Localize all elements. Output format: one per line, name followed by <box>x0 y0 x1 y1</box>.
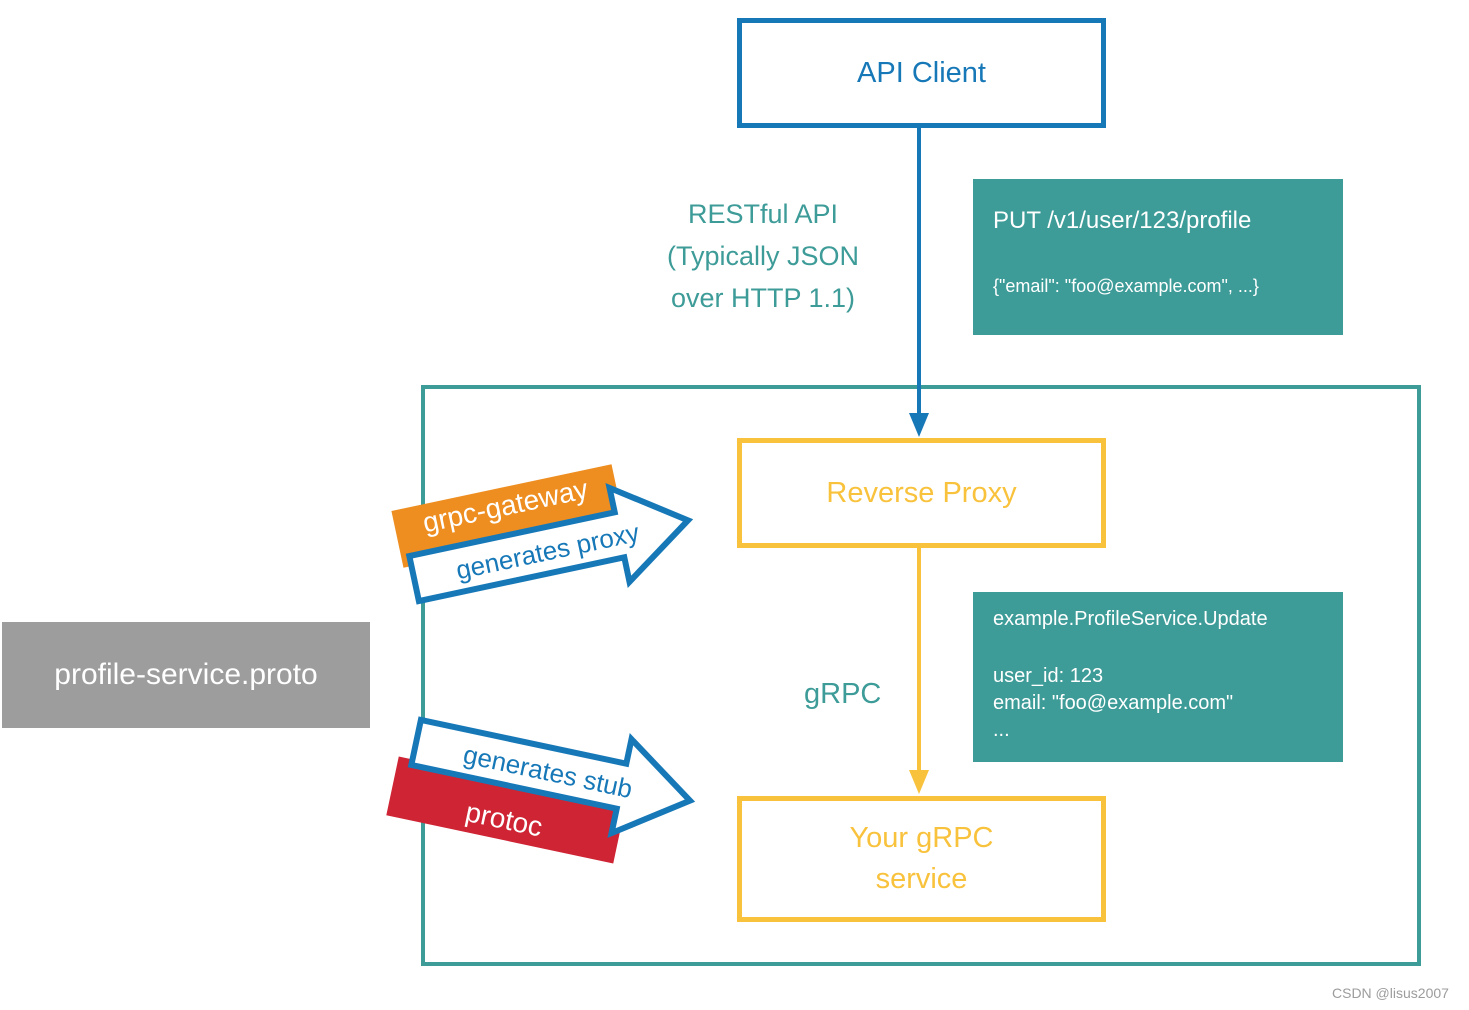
ribbon-arrow-shape <box>407 716 696 839</box>
gateway-boundary-box <box>421 385 1421 966</box>
proto-file-node: profile-service.proto <box>2 622 370 728</box>
generates-stub-arrow: generates stub <box>402 691 707 853</box>
rest-api-label-line2: (Typically JSON <box>666 241 860 271</box>
grpc-request-note: example.ProfileService.Update user_id: 1… <box>973 592 1343 762</box>
grpc-service-node: Your gRPC service <box>737 796 1106 922</box>
ribbon-arrow-shape <box>405 482 694 605</box>
rest-api-edge-label: RESTful API (Typically JSON over HTTP 1.… <box>598 193 928 319</box>
api-to-proxy-arrowhead-icon <box>909 413 929 437</box>
api-client-node: API Client <box>737 18 1106 128</box>
reverse-proxy-label: Reverse Proxy <box>826 476 1017 509</box>
rest-api-label-line3: over HTTP 1.1) <box>670 283 856 313</box>
grpc-request-line2: email: "foo@example.com" <box>993 692 1234 714</box>
grpc-request-line1: user_id: 123 <box>993 665 1104 687</box>
proxy-to-service-connector-line <box>917 548 921 774</box>
put-request-title: PUT /v1/user/123/profile <box>993 207 1252 234</box>
grpc-request-gap <box>993 633 1323 663</box>
put-request-body: {"email": "foo@example.com", ...} <box>993 276 1259 296</box>
grpc-service-label-line2: service <box>875 863 968 895</box>
api-client-label: API Client <box>857 56 986 89</box>
grpc-service-label-line1: Your gRPC <box>849 822 994 854</box>
reverse-proxy-node: Reverse Proxy <box>737 438 1106 548</box>
grpc-request-line3: ... <box>993 719 1010 741</box>
grpc-request-title: example.ProfileService.Update <box>993 608 1268 630</box>
grpc-edge-label: gRPC <box>804 678 882 710</box>
watermark-text: CSDN @lisus2007 <box>1332 985 1449 1001</box>
proxy-to-service-arrowhead-icon <box>909 770 929 794</box>
api-to-proxy-connector-line <box>917 128 921 416</box>
put-request-note: PUT /v1/user/123/profile {"email": "foo@… <box>973 179 1343 335</box>
ribbon-arrow-icon: generates stub <box>407 716 696 839</box>
generates-proxy-arrow: generates proxy <box>400 468 705 630</box>
proto-file-label: profile-service.proto <box>54 658 318 691</box>
rest-api-label-line1: RESTful API <box>687 199 839 229</box>
ribbon-arrow-icon: generates proxy <box>405 482 694 605</box>
